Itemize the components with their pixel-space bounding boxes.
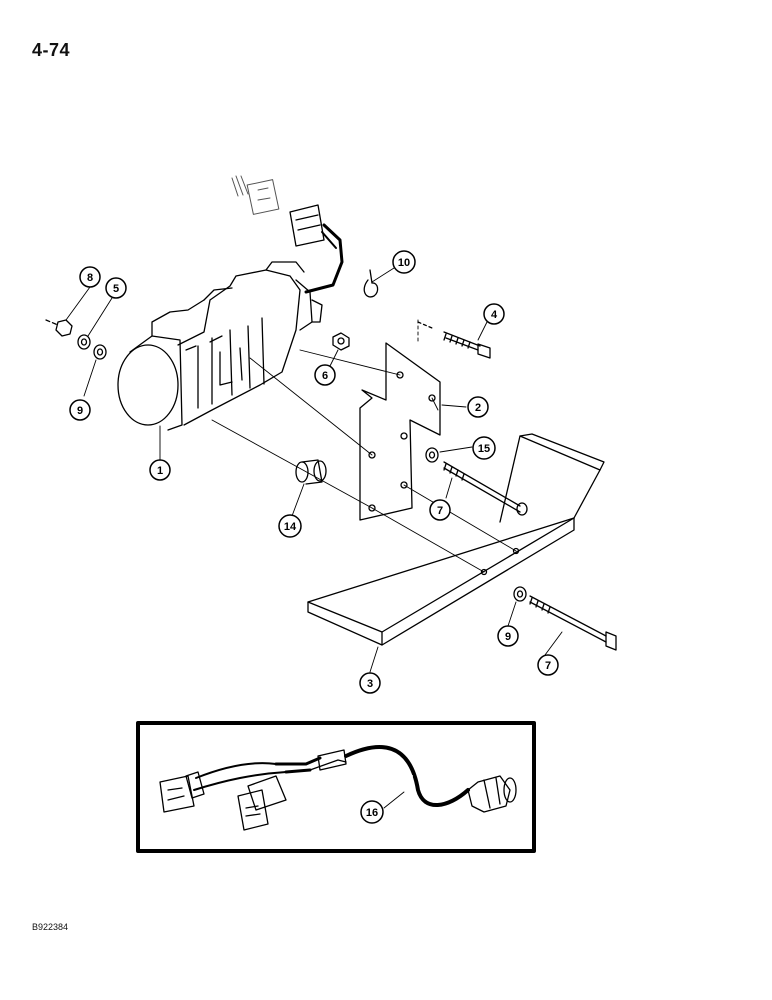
nut [332, 332, 350, 351]
callout-3: 3 [359, 672, 381, 694]
assembly-lines [211, 319, 517, 573]
callout-9-lower-label: 9 [505, 631, 511, 643]
washer-lower [513, 586, 527, 602]
callout-6: 6 [314, 364, 336, 386]
callout-7-upper: 7 [429, 499, 451, 521]
leader-lines [65, 267, 563, 809]
spacer [295, 459, 327, 485]
tie-strap [363, 269, 379, 298]
callout-7-lower: 7 [537, 654, 559, 676]
harness-plug-ghost [231, 175, 280, 215]
callout-5-label: 5 [113, 283, 119, 295]
callout-7-lower-label: 7 [545, 660, 551, 672]
nut-washer-set [45, 319, 107, 360]
screw [417, 321, 491, 359]
harness-connector [289, 204, 344, 294]
callout-16-label: 16 [366, 807, 378, 819]
callout-3-label: 3 [367, 678, 373, 690]
callout-8: 8 [79, 266, 101, 288]
callout-6-label: 6 [322, 370, 328, 382]
bolt-upper [443, 461, 528, 516]
switch-assembly [117, 261, 323, 431]
callout-4-label: 4 [491, 309, 498, 321]
callout-7-upper-label: 7 [437, 505, 443, 517]
callout-4: 4 [483, 303, 505, 325]
callout-14: 14 [278, 514, 302, 538]
inset-harness [159, 745, 517, 831]
callout-5: 5 [105, 277, 127, 299]
callout-9-upper-label: 9 [77, 405, 83, 417]
callout-8-label: 8 [87, 272, 93, 284]
page-number: 4-74 [32, 40, 71, 60]
callout-10-label: 10 [398, 257, 410, 269]
callout-1-label: 1 [157, 465, 163, 477]
callout-9-lower: 9 [497, 625, 519, 647]
callout-10: 10 [392, 250, 416, 274]
figure-code: B922384 [32, 922, 69, 932]
inset-frame [136, 721, 536, 853]
bracket [307, 433, 605, 646]
callout-9-upper: 9 [69, 399, 91, 421]
washer [425, 447, 439, 463]
callout-2-label: 2 [475, 402, 481, 414]
mounting-plate [359, 342, 441, 521]
callout-1: 1 [149, 459, 171, 481]
callout-15: 15 [472, 436, 496, 460]
callout-14-label: 14 [284, 521, 297, 533]
callout-2: 2 [467, 396, 489, 418]
callout-16: 16 [360, 800, 384, 824]
callout-15-label: 15 [478, 443, 490, 455]
bolt-lower [529, 595, 617, 651]
